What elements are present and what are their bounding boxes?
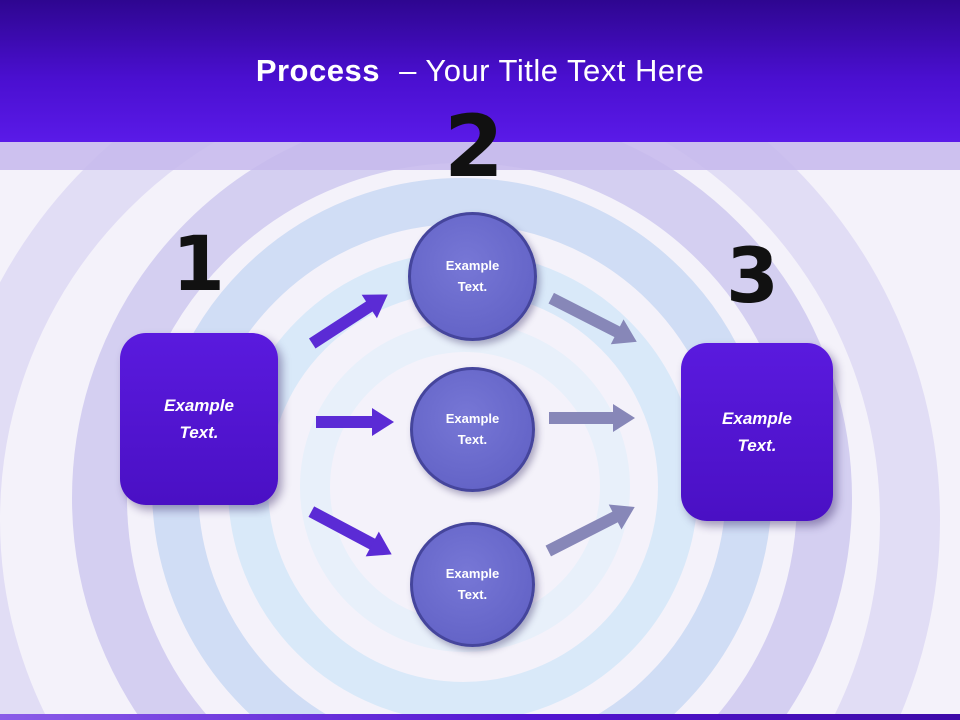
title-secondary: – Your Title Text Here	[399, 53, 705, 88]
slide-title: Process – Your Title Text Here	[256, 53, 704, 89]
process-circle-top: Example Text.	[408, 212, 537, 341]
step-number-2: 2	[444, 97, 504, 197]
arrow-shaft	[316, 416, 374, 428]
step-number-1: 1	[172, 219, 225, 308]
header-accent-strip	[0, 142, 960, 170]
arrow-head	[372, 408, 394, 436]
process-box-left: Example Text.	[120, 333, 278, 505]
arrow-shaft	[549, 412, 615, 424]
process-circle-bottom: Example Text.	[410, 522, 535, 647]
process-box-right: Example Text.	[681, 343, 833, 521]
arrow-head	[613, 404, 635, 432]
step-number-3: 3	[726, 231, 779, 320]
process-circle-middle: Example Text.	[410, 367, 535, 492]
arrow-left-to-middle-icon	[316, 408, 394, 436]
title-primary: Process	[255, 53, 380, 88]
bottom-accent-line	[0, 714, 960, 720]
slide-header: Process – Your Title Text Here	[0, 0, 960, 142]
arrow-middle-to-right-icon	[549, 404, 635, 432]
